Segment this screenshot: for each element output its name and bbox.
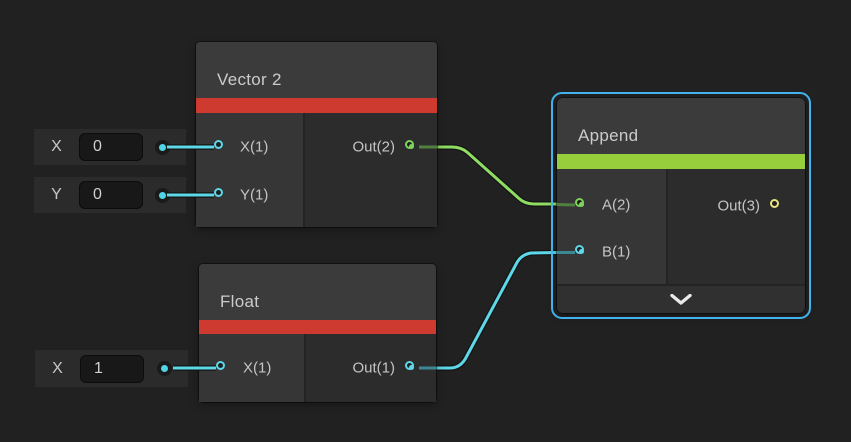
float-x-value-input[interactable]: [80, 354, 144, 383]
default-value-widget-vector2-y: Y: [34, 177, 186, 213]
node-titlebar[interactable]: Float: [199, 264, 436, 320]
widget-connector-dot[interactable]: [155, 139, 170, 155]
port-label-float-out: Out(1): [352, 359, 395, 377]
port-vector2-x[interactable]: [214, 140, 223, 149]
value-field-label: X: [52, 359, 63, 377]
output-ports-section: [668, 169, 805, 284]
port-append-a[interactable]: [575, 198, 584, 207]
value-field-label: Y: [51, 186, 62, 203]
chevron-down-icon: [670, 294, 692, 305]
edge-vector2-out-to-append-a[interactable]: [437, 144, 557, 207]
output-ports-section: [305, 113, 437, 227]
category-color-bar: [196, 98, 437, 113]
port-label-append-b: B(1): [602, 243, 631, 261]
output-ports-section: [306, 334, 436, 402]
column-divider: [303, 113, 305, 227]
node-titlebar[interactable]: Append: [557, 98, 805, 154]
widget-connector-dot[interactable]: [157, 361, 172, 376]
column-divider: [666, 169, 668, 284]
port-append-out[interactable]: [770, 199, 779, 208]
port-label-vector2-out: Out(2): [352, 138, 395, 156]
category-color-bar: [199, 320, 436, 334]
node-titlebar[interactable]: Vector 2: [196, 42, 437, 98]
node-title: Float: [220, 292, 260, 311]
category-color-bar: [557, 154, 805, 169]
port-label-append-out: Out(3): [717, 197, 760, 215]
port-float-x[interactable]: [216, 361, 225, 370]
default-value-widget-vector2-x: X: [34, 129, 186, 165]
node-float[interactable]: Float X(1) Out(1): [199, 264, 436, 402]
node-vector2[interactable]: Vector 2 X(1) Y(1) Out(2): [196, 42, 437, 227]
vector2-y-value-input[interactable]: [79, 181, 143, 209]
port-label-vector2-x: X(1): [240, 138, 269, 156]
vector2-x-value-input[interactable]: [79, 133, 143, 161]
default-value-widget-float-x: X: [35, 350, 188, 387]
edge-float-out-to-append-b[interactable]: [436, 249, 558, 371]
column-divider: [304, 334, 306, 402]
input-ports-section: [196, 113, 303, 227]
port-label-vector2-y: Y(1): [240, 186, 269, 204]
value-field-label: X: [51, 138, 62, 155]
port-vector2-y[interactable]: [214, 188, 223, 197]
port-float-out[interactable]: [405, 361, 414, 370]
port-append-b[interactable]: [575, 245, 584, 254]
node-append[interactable]: Append A(2) B(1) Out(3): [551, 92, 811, 319]
node-title: Vector 2: [217, 70, 282, 89]
node-expander-button[interactable]: [557, 284, 805, 313]
port-vector2-out[interactable]: [405, 140, 414, 149]
widget-connector-dot[interactable]: [155, 187, 170, 203]
input-ports-section: [557, 169, 666, 284]
node-title: Append: [578, 126, 639, 145]
port-label-append-a: A(2): [602, 196, 631, 214]
port-label-float-x: X(1): [243, 359, 272, 377]
